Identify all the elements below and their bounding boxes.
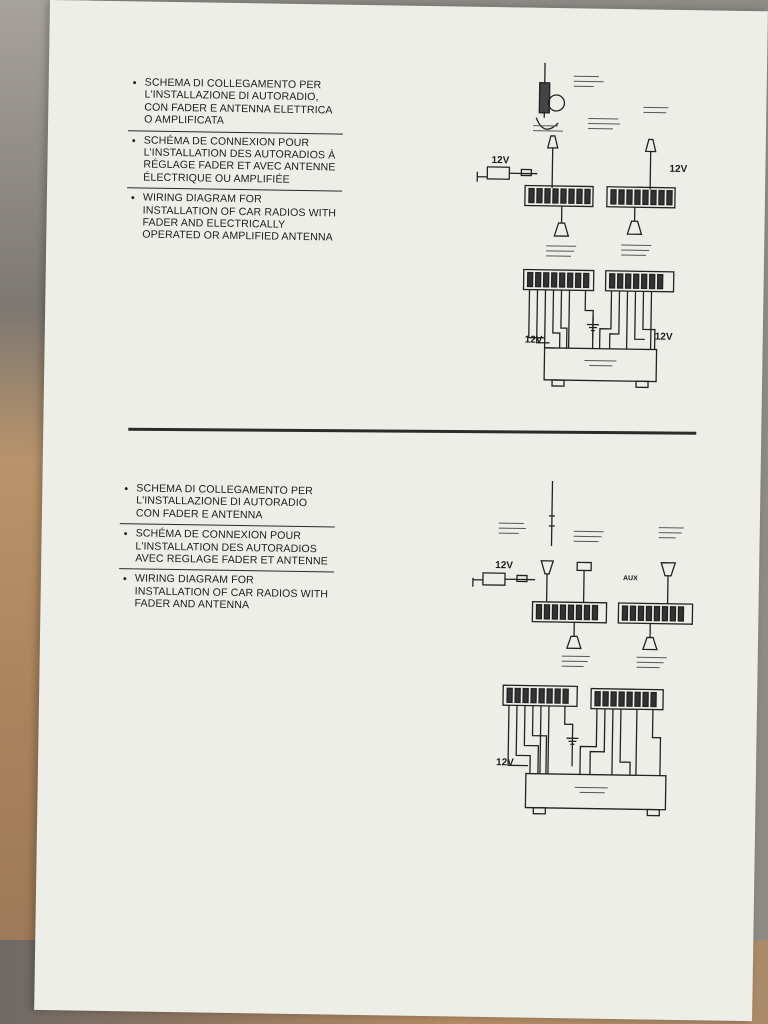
top-right-voltage-label: 12V xyxy=(669,164,687,175)
radio-connector-right xyxy=(590,687,664,711)
top-radio-voltage-left: 12V xyxy=(525,334,543,345)
ground-icon xyxy=(566,737,579,745)
bullet-icon: • xyxy=(132,77,137,90)
bullet-icon: • xyxy=(124,483,129,496)
top-french-section: • SCHÉMA DE CONNEXION POUR L'INSTALLATIO… xyxy=(127,129,343,191)
document-page: • SCHEMA DI COLLEGAMENTO PER L'INSTALLAZ… xyxy=(34,0,768,1022)
top-italian-section: • SCHEMA DI COLLEGAMENTO PER L'INSTALLAZ… xyxy=(128,73,344,133)
battery-icon xyxy=(472,572,535,587)
front-right-speaker-icon xyxy=(660,562,677,604)
fader-control-icon xyxy=(576,561,592,603)
radio-connector-left xyxy=(522,268,595,292)
antenna-icon xyxy=(548,480,555,546)
bottom-italian-section: • SCHEMA DI COLLEGAMENTO PER L'INSTALLAZ… xyxy=(120,479,336,527)
top-italian-text: SCHEMA DI COLLEGAMENTO PER L'INSTALLAZIO… xyxy=(144,76,333,127)
top-battery-voltage-label: 12V xyxy=(491,155,509,166)
ground-icon xyxy=(586,323,599,332)
top-wiring-diagram: 12V 12V xyxy=(476,62,688,389)
top-english-section: • WIRING DIAGRAM FOR INSTALLATION OF CAR… xyxy=(126,187,343,249)
bottom-connector-left xyxy=(531,600,608,624)
bullet-icon: • xyxy=(130,192,135,205)
front-right-speaker-icon xyxy=(644,138,657,190)
car-radio-unit xyxy=(524,772,667,817)
bottom-english-section: • WIRING DIAGRAM FOR INSTALLATION OF CAR… xyxy=(118,568,335,618)
top-connector-left xyxy=(524,184,594,208)
bottom-english-text: WIRING DIAGRAM FOR INSTALLATION OF CAR R… xyxy=(134,572,329,612)
rear-left-speaker-icon xyxy=(553,206,570,237)
rear-right-speaker-icon xyxy=(641,623,658,651)
front-left-speaker-icon xyxy=(540,560,555,602)
top-text-block: • SCHEMA DI COLLEGAMENTO PER L'INSTALLAZ… xyxy=(126,73,344,249)
bottom-french-text: SCHÉMA DE CONNEXION POUR L'INSTALLATION … xyxy=(135,527,328,568)
battery-icon xyxy=(476,166,538,182)
bottom-italian-text: SCHEMA DI COLLEGAMENTO PER L'INSTALLAZIO… xyxy=(135,482,314,522)
top-connector-right xyxy=(606,186,676,209)
top-radio-voltage-right: 12V xyxy=(655,332,673,343)
bullet-icon: • xyxy=(122,573,127,586)
bottom-radio-voltage-label: 12V xyxy=(496,757,514,768)
power-antenna-icon xyxy=(535,62,566,130)
bottom-wiring-diagram: 12V AUX xyxy=(472,480,694,817)
bottom-text-block: • SCHEMA DI COLLEGAMENTO PER L'INSTALLAZ… xyxy=(118,479,336,618)
bullet-icon: • xyxy=(131,134,136,147)
rear-right-speaker-icon xyxy=(626,207,643,235)
top-french-text: SCHÉMA DE CONNEXION POUR L'INSTALLATION … xyxy=(143,134,336,186)
bottom-battery-voltage-label: 12V xyxy=(495,560,513,571)
bottom-connector-right xyxy=(617,602,694,625)
car-radio-unit xyxy=(543,347,658,389)
bottom-aux-label: AUX xyxy=(623,575,638,582)
bullet-icon: • xyxy=(123,528,128,541)
rear-left-speaker-icon xyxy=(565,622,582,650)
bottom-french-section: • SCHÉMA DE CONNEXION POUR L'INSTALLATIO… xyxy=(119,523,335,572)
top-english-text: WIRING DIAGRAM FOR INSTALLATION OF CAR R… xyxy=(142,191,337,244)
radio-connector-left xyxy=(502,684,578,708)
front-left-speaker-icon xyxy=(546,135,559,188)
radio-connector-right xyxy=(604,270,675,293)
section-divider xyxy=(128,427,697,435)
